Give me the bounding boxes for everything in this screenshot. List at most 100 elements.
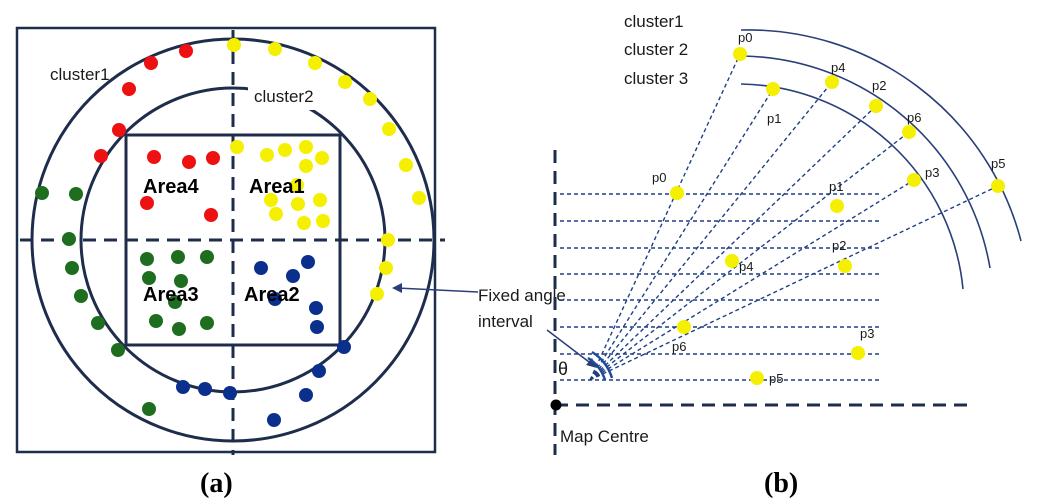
cluster2-label-bg: [248, 82, 328, 110]
green-dot: [200, 250, 214, 264]
area1-label: Area1: [249, 176, 305, 198]
annotation-text-line1: Fixed angle: [478, 286, 566, 305]
blue-dot: [223, 386, 237, 400]
blue-dot: [198, 382, 212, 396]
yellow-point: [838, 259, 852, 273]
red-dot: [206, 151, 220, 165]
angle-ray: [589, 88, 774, 381]
yellow-point: [869, 99, 883, 113]
angle-rays: [589, 53, 999, 381]
yellow-dot: [363, 92, 377, 106]
blue-dot: [267, 413, 281, 427]
arc-label-p2: p2: [872, 78, 886, 93]
cluster2-label-b: cluster 2: [624, 40, 688, 59]
yellow-point: [991, 179, 1005, 193]
angle-ray: [589, 185, 999, 381]
cluster3-label-b: cluster 3: [624, 69, 688, 88]
panel-b-yellow-points: [670, 47, 1005, 385]
cluster1-label: cluster1: [50, 65, 110, 84]
yellow-dot: [381, 233, 395, 247]
angle-ray: [589, 53, 741, 381]
angle-ray: [589, 179, 915, 381]
angle-arc-inner: [587, 356, 607, 381]
annotation-pointer-head: [586, 358, 597, 368]
yellow-dot: [315, 151, 329, 165]
yellow-dot: [269, 207, 283, 221]
red-dot: [112, 123, 126, 137]
blue-dot: [176, 380, 190, 394]
yellow-point: [902, 125, 916, 139]
red-dot: [182, 155, 196, 169]
green-dot: [149, 314, 163, 328]
yellow-dot: [382, 122, 396, 136]
yellow-dot: [291, 197, 305, 211]
yellow-point: [766, 82, 780, 96]
yellow-dot: [370, 287, 384, 301]
yellow-dot: [299, 159, 313, 173]
arc-label-p4: p4: [831, 60, 845, 75]
green-dot: [111, 343, 125, 357]
yellow-point: [725, 254, 739, 268]
green-dot: [35, 186, 49, 200]
arc-cluster3: [740, 83, 964, 290]
annotation-arrowhead: [392, 283, 402, 293]
yellow-dot: [412, 191, 426, 205]
yellow-point: [851, 346, 865, 360]
green-dot: [142, 271, 156, 285]
arc-label-p1: p1: [767, 111, 781, 126]
arc-cluster2: [740, 55, 991, 269]
green-dots: [35, 186, 214, 416]
grid-label-p3: p3: [860, 326, 874, 341]
panel-b: cluster1 cluster 2 cluster 3 p0 p4 p2 p6…: [550, 12, 1022, 499]
green-dot: [171, 250, 185, 264]
annotation-arrow-line: [396, 287, 479, 293]
arc-label-p6: p6: [907, 110, 921, 125]
green-dot: [140, 252, 154, 266]
angle-arc-outer: [591, 350, 614, 379]
yellow-point: [750, 371, 764, 385]
horizontal-grid-lines: [560, 193, 880, 381]
panel-a: cluster1 cluster2 Area4 Area1 Area3 Area…: [15, 26, 445, 499]
yellow-dot: [268, 42, 282, 56]
green-dot: [168, 295, 182, 309]
grid-label-p6: p6: [672, 339, 686, 354]
blue-dot: [312, 364, 326, 378]
annotation-text-line2: interval: [478, 312, 533, 331]
green-dot: [62, 232, 76, 246]
blue-dot: [286, 269, 300, 283]
yellow-dot: [297, 216, 311, 230]
red-dot: [204, 208, 218, 222]
yellow-dot: [264, 193, 278, 207]
green-dot: [65, 261, 79, 275]
cluster1-label-b: cluster1: [624, 12, 684, 31]
angle-ray: [589, 81, 833, 381]
grid-label-p2: p2: [832, 238, 846, 253]
yellow-dot: [313, 193, 327, 207]
red-dot: [147, 150, 161, 164]
grid-label-p1: p1: [829, 179, 843, 194]
yellow-point: [907, 173, 921, 187]
arc-label-p5: p5: [991, 156, 1005, 171]
yellow-dot: [260, 148, 274, 162]
caption-b: (b): [764, 468, 798, 499]
red-dot: [94, 149, 108, 163]
yellow-dot: [299, 140, 313, 154]
green-dot: [174, 274, 188, 288]
area2-label: Area2: [244, 284, 300, 306]
red-dot: [140, 196, 154, 210]
blue-dot: [337, 340, 351, 354]
green-dot: [200, 316, 214, 330]
area3-label: Area3: [143, 284, 199, 306]
blue-dot: [299, 388, 313, 402]
map-centre-point: [550, 399, 562, 411]
green-dot: [91, 316, 105, 330]
grid-label-p4: p4: [739, 259, 753, 274]
blue-dot: [301, 255, 315, 269]
yellow-dot: [278, 143, 292, 157]
red-dot: [122, 82, 136, 96]
yellow-dot: [308, 56, 322, 70]
yellow-point: [733, 47, 747, 61]
red-dot: [179, 44, 193, 58]
yellow-dot: [230, 140, 244, 154]
